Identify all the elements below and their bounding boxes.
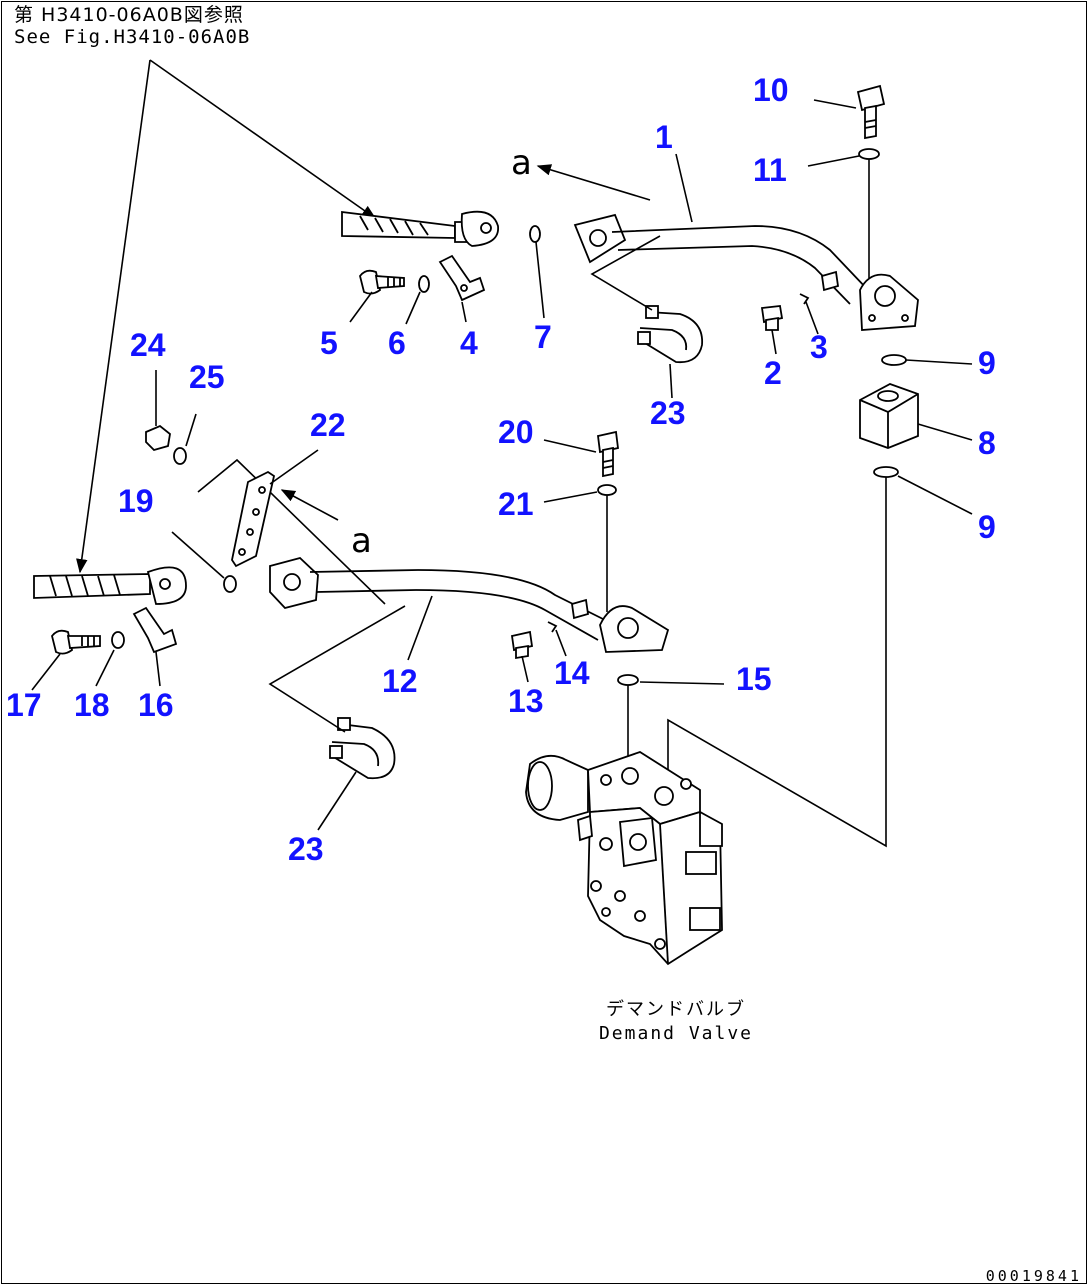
bolt-20 — [597, 430, 619, 478]
callout-numbers: 10 1 11 5 6 4 7 2 3 9 8 9 24 25 22 23 20… — [6, 72, 996, 867]
callout-16: 16 — [138, 687, 174, 723]
callout-12: 12 — [382, 663, 418, 699]
assembly-lines — [627, 477, 887, 848]
lower-hose-end — [33, 566, 187, 605]
callout-9-lower: 9 — [978, 509, 996, 545]
callout-17: 17 — [6, 687, 42, 723]
callout-5: 5 — [320, 325, 338, 361]
bolt-5 — [359, 269, 405, 295]
caption-jp: デマンドバルブ — [606, 999, 746, 1020]
callout-6: 6 — [388, 325, 406, 361]
clamp-16 — [132, 606, 178, 654]
washer-18 — [111, 631, 125, 649]
caption-en: Demand Valve — [598, 1023, 754, 1044]
callout-13: 13 — [508, 683, 544, 719]
callout-21: 21 — [498, 486, 534, 522]
demand-valve — [525, 751, 723, 966]
view-letter-a-upper: a — [511, 143, 532, 183]
bolt-10 — [856, 84, 886, 140]
washer-11 — [858, 148, 880, 160]
view-letter-a-lower: a — [351, 521, 372, 561]
o-ring-19 — [223, 575, 237, 593]
callout-8: 8 — [978, 425, 996, 461]
washer-21 — [597, 484, 617, 496]
tube-1 — [573, 213, 919, 331]
callout-22: 22 — [310, 407, 346, 443]
callout-7: 7 — [534, 319, 552, 355]
reference-note: 第 H3410-06A0B図参照 See Fig.H3410-06A0B — [14, 4, 250, 48]
boss-1 — [820, 270, 840, 292]
plug-2 — [760, 305, 784, 331]
callout-23-upper: 23 — [650, 395, 686, 431]
callout-11: 11 — [753, 152, 787, 188]
callout-25: 25 — [189, 359, 225, 395]
o-ring-15 — [617, 674, 639, 686]
nut-24 — [145, 424, 171, 452]
reference-lines — [76, 59, 377, 574]
o-ring-3 — [799, 293, 810, 305]
o-ring-9-upper — [881, 354, 907, 366]
callout-leaders — [31, 99, 973, 831]
callout-20: 20 — [498, 414, 534, 450]
clamp-4 — [438, 254, 486, 302]
callout-2: 2 — [764, 355, 782, 391]
callout-18: 18 — [74, 687, 110, 723]
o-ring-9-lower — [873, 466, 899, 478]
plug-13 — [510, 630, 534, 660]
tube-12 — [269, 557, 670, 653]
bolt-17 — [51, 629, 101, 655]
upper-hose-end — [341, 210, 499, 247]
callout-1: 1 — [655, 119, 673, 155]
block-8 — [859, 383, 919, 449]
callout-9-upper: 9 — [978, 345, 996, 381]
demand-valve-caption: デマンドバルブ Demand Valve — [566, 998, 786, 1046]
callout-3: 3 — [810, 329, 828, 365]
u-clip-upper — [637, 305, 703, 364]
callout-15: 15 — [736, 661, 772, 697]
callout-10: 10 — [753, 72, 789, 108]
washer-6 — [418, 275, 430, 293]
washer-25 — [173, 447, 187, 465]
o-ring-7 — [529, 225, 541, 243]
drawing-code: 00019841 — [985, 1267, 1082, 1285]
callout-24: 24 — [130, 327, 166, 363]
callout-19: 19 — [118, 483, 154, 519]
bracket-22 — [231, 470, 276, 568]
reference-jp: 第 H3410-06A0B図参照 — [14, 4, 244, 26]
callout-4: 4 — [460, 325, 478, 361]
o-ring-14 — [547, 621, 558, 633]
callout-23-lower: 23 — [288, 831, 324, 867]
reference-en: See Fig.H3410-06A0B — [14, 26, 251, 48]
boss-12 — [570, 598, 590, 620]
u-clip-lower — [329, 717, 396, 780]
callout-14: 14 — [554, 655, 590, 691]
tube-leaders — [197, 164, 661, 733]
